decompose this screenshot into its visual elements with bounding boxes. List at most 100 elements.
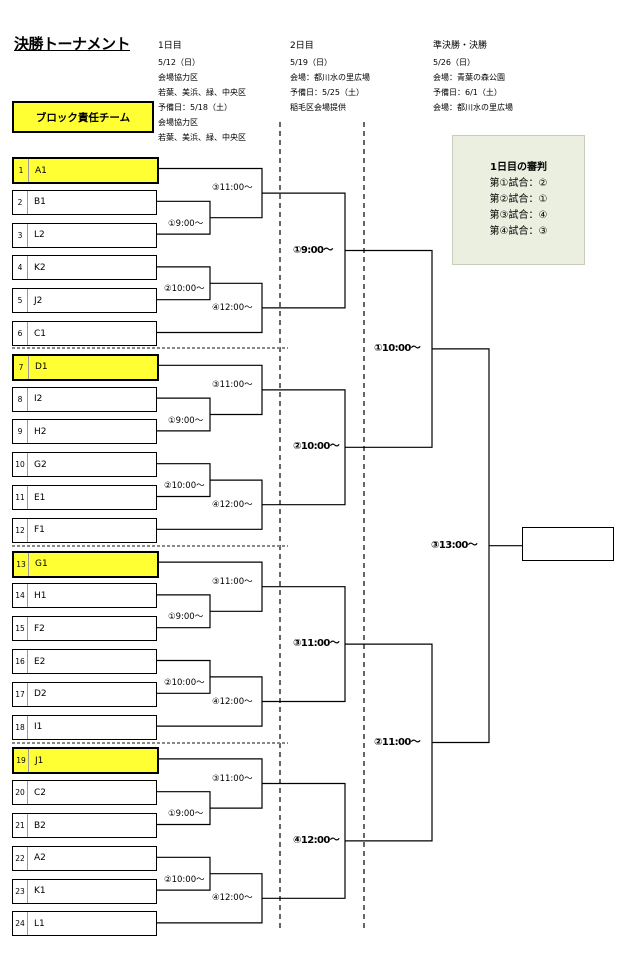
team-name: H2 [34,426,47,437]
team-number: 11 [13,486,28,509]
day2-reserve-date: 予備日：5/25（土） [290,88,364,97]
team-slot-3: 3 L2 [12,222,157,248]
semifinal1-time: ①10:00〜 [374,341,421,355]
team-number: 1 [14,159,29,182]
block1-match1-time: ①9:00〜 [168,218,204,230]
team-number: 22 [13,846,28,870]
day1-header: 1日目 [158,41,182,51]
block4-day2-time: ④12:00〜 [293,833,340,847]
team-number: 2 [13,190,28,214]
referee-box: 1日目の審判 第①試合：② 第②試合：① 第③試合：④ 第④試合：③ [452,135,585,265]
team-slot-5: 5 J2 [12,288,157,314]
team-slot-4: 4 K2 [12,255,157,281]
team-slot-19: 19 J1 [12,747,159,775]
block1-match2-time: ②10:00〜 [164,284,205,296]
day2-info: 5/19（日） 会場：都川水の里広場 予備日：5/25（土） 稲毛区会場提供 [290,55,370,115]
block1-match4-time: ④12:00〜 [212,302,253,314]
day1-venue-label: 会場協力区 [158,73,198,82]
team-number: 18 [13,715,28,739]
team-name: J1 [35,755,44,766]
day1-date: 5/12（日） [158,58,200,67]
team-slot-12: 12 F1 [12,517,157,543]
team-number: 23 [13,879,28,903]
final-day-header: 準決勝・決勝 [433,41,488,51]
team-slot-7: 7 D1 [12,353,159,381]
team-number: 7 [14,355,29,379]
referee-line-3: 第③試合：④ [489,210,548,221]
block2-match3-time: ③11:00〜 [212,379,253,391]
team-name: F2 [34,623,45,634]
day2-reserve-venue: 稲毛区会場提供 [290,103,346,112]
team-slot-2: 2 B1 [12,189,157,215]
block2-day2-time: ②10:00〜 [293,440,340,454]
team-name: A1 [35,165,47,176]
semifinal2-time: ②11:00〜 [374,735,421,749]
final-day-info: 5/26（日） 会場：青葉の森公園 予備日：6/1（土） 会場：都川水の里広場 [433,55,513,115]
team-number: 14 [13,584,28,608]
team-number: 3 [13,223,28,247]
team-name: K2 [34,262,46,273]
team-number: 4 [13,256,28,280]
block3-match4-time: ④12:00〜 [212,696,253,708]
team-number: 15 [13,617,28,641]
day1-venue-wards: 若葉、美浜、緑、中央区 [158,88,246,97]
team-number: 19 [14,749,29,773]
team-name: J2 [34,295,43,306]
referee-line-4: 第④試合：③ [489,226,548,237]
team-name: G2 [34,459,47,470]
final-day-reserve-venue: 会場：都川水の里広場 [433,103,513,112]
block2-match4-time: ④12:00〜 [212,499,253,511]
day2-date: 5/19（日） [290,58,332,67]
final-day-venue: 会場：青葉の森公園 [433,73,505,82]
team-number: 20 [13,781,28,805]
final-day-date: 5/26（日） [433,58,475,67]
team-name: I1 [34,722,43,733]
team-name: C2 [34,787,47,798]
team-name: F1 [34,525,45,536]
day1-reserve-venue-label: 会場協力区 [158,118,198,127]
team-name: B1 [34,197,46,208]
team-slot-14: 14 H1 [12,583,157,609]
team-number: 17 [13,682,28,706]
legend-block-responsible-team: ブロック責任チーム [12,101,154,133]
team-number: 9 [13,420,28,444]
team-name: D1 [35,362,48,373]
final-day-reserve-date: 予備日：6/1（土） [433,88,502,97]
team-number: 12 [13,518,28,542]
block1-match3-time: ③11:00〜 [212,183,253,195]
referee-line-1: 第①試合：② [489,178,548,189]
team-slot-9: 9 H2 [12,419,157,445]
referee-title: 1日目の審判 [490,162,547,173]
team-name: H1 [34,590,47,601]
block1-day2-time: ①9:00〜 [293,243,333,257]
referee-line-2: 第②試合：① [489,194,548,205]
team-number: 8 [13,387,28,411]
day2-venue: 会場：都川水の里広場 [290,73,370,82]
block3-day2-time: ③11:00〜 [293,637,340,651]
champion-box [522,527,614,561]
block3-match1-time: ①9:00〜 [168,612,204,624]
team-slot-23: 23 K1 [12,878,157,904]
team-number: 16 [13,650,28,673]
block4-match1-time: ①9:00〜 [168,809,204,821]
team-number: 24 [13,912,28,936]
block4-match2-time: ②10:00〜 [164,874,205,886]
team-slot-15: 15 F2 [12,616,157,642]
team-name: K1 [34,886,46,897]
team-number: 5 [13,289,28,313]
team-number: 13 [14,552,29,576]
team-name: C1 [34,328,47,339]
final-time: ③13:00〜 [431,538,478,552]
team-name: L2 [34,230,45,241]
team-number: 21 [13,814,28,837]
